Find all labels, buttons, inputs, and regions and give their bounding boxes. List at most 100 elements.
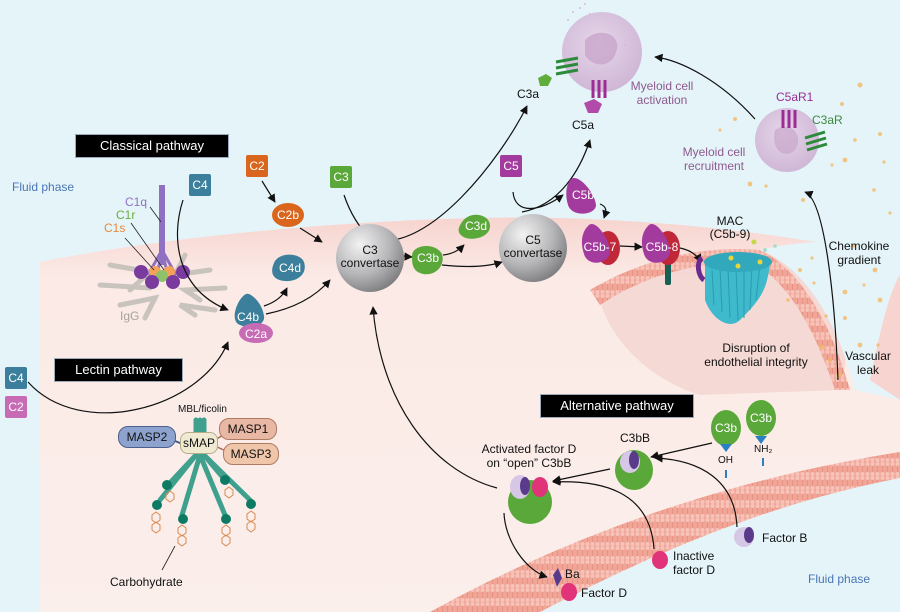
arrow-chemokine <box>804 190 839 381</box>
c3-box: C3 <box>330 166 352 188</box>
inactive-factor-d-molecule <box>652 551 668 569</box>
mac-line2: (C5b-9) <box>709 227 751 242</box>
arrow-c2b-to-c3conv <box>299 227 323 243</box>
c2a-blob <box>239 323 273 343</box>
c5b8-label: C5b-8 <box>645 240 679 254</box>
masp2-label: MASP2 <box>118 426 176 448</box>
myeloid-recruitment-label: Myeloid cell recruitment <box>674 145 754 174</box>
disruption-label: Disruption of endothelial integrity <box>696 341 816 370</box>
activated-line1: Activated factor D <box>481 442 577 456</box>
myeloid-activation-line2: activation <box>636 92 688 107</box>
activated-factor-d-complex <box>508 475 552 524</box>
igg-label: IgG <box>120 309 140 323</box>
c2-box-lectin: C2 <box>5 396 27 418</box>
nh2-label: NH₂ <box>754 444 773 455</box>
c3a-ligand <box>538 74 552 86</box>
chemokine-gradient-label: Chemokine gradient <box>824 239 894 268</box>
arrow-c4b-to-c4d <box>263 287 288 307</box>
carbohydrate-label: Carbohydrate <box>110 575 183 589</box>
factor-b-label: Factor B <box>762 531 808 545</box>
disruption-line1: Disruption of <box>722 341 790 355</box>
c3b-blob <box>412 245 443 275</box>
c3-convertase-line1: C3 <box>362 243 378 257</box>
fluid-phase-label-top: Fluid phase <box>12 180 75 194</box>
c5b7-complex <box>581 224 620 265</box>
c3bb-label: C3bB <box>620 431 651 445</box>
c4d-blob <box>272 254 305 282</box>
classical-pathway-heading: Classical pathway <box>75 134 229 158</box>
c1-leader-lines <box>124 206 165 271</box>
masp1-label: MASP1 <box>219 418 277 440</box>
arrow-c5-to-c5b <box>512 191 564 209</box>
inactive-line1: Inactive <box>673 549 715 563</box>
chemokine-dots <box>718 82 892 378</box>
arrow-c5b7-to-c5b8 <box>619 242 643 251</box>
c5b8-complex <box>641 224 680 285</box>
c4d-label: C4d <box>278 261 301 275</box>
c3d-label: C3d <box>464 219 487 233</box>
arrow-alt-to-c3conv <box>369 306 498 489</box>
myeloid-activation-label: Myeloid cell activation <box>622 79 702 108</box>
arrow-c5b-to-c5b7 <box>599 203 611 219</box>
vascular-leak-label: Vascular leak <box>838 349 898 378</box>
c5-convertase-line1: C5 <box>525 233 541 247</box>
c1q-label: C1q <box>125 195 148 209</box>
c5b-label: C5b <box>571 188 594 202</box>
lectin-pathway-heading: Lectin pathway <box>54 358 183 382</box>
c5-box: C5 <box>500 155 522 177</box>
c2a-label: C2a <box>244 327 267 341</box>
c3ar-receptor-activated <box>555 56 579 76</box>
smap-label: sMAP <box>180 432 218 454</box>
c5a-ligand <box>584 99 602 113</box>
c5-convertase-label: C5 convertase <box>493 233 573 261</box>
c4-box-lectin: C4 <box>5 367 27 389</box>
cascade-arrows <box>27 53 839 579</box>
c3-convertase-line2: convertase <box>340 256 400 271</box>
c3-convertase-label: C3 convertase <box>330 243 410 271</box>
c5ar1-receptor <box>781 110 797 128</box>
c3a-label: C3a <box>517 87 540 101</box>
fluid-phase-label-bottom: Fluid phase <box>808 572 871 586</box>
activated-line2: on “open” C3bB <box>486 455 572 470</box>
c1r-label: C1r <box>116 208 136 222</box>
vascular-line2: leak <box>856 362 879 377</box>
myeloid-activation-line1: Myeloid cell <box>630 79 694 93</box>
c5-convertase-line2: convertase <box>503 246 563 261</box>
right-fluid-gap <box>760 241 900 400</box>
arrow-activated-to-ba <box>503 512 548 579</box>
c4b-blob <box>234 293 265 327</box>
ba-label: Ba <box>565 567 580 581</box>
ba-fragment <box>553 568 562 587</box>
c2-box-classical: C2 <box>246 155 268 177</box>
activated-factor-d-label: Activated factor D on “open” C3bB <box>474 442 584 471</box>
c1q-complex <box>134 185 190 289</box>
c5-convertase-sphere <box>499 214 567 282</box>
arrow-c5conv-to-c5a <box>521 139 592 213</box>
arrow-c3bb-to-activated <box>552 468 611 484</box>
inactive-line2: factor D <box>673 562 716 577</box>
c4-box-classical: C4 <box>189 174 211 196</box>
c4b-label: C4b <box>236 310 259 324</box>
c3b-nh2-label: C3b <box>749 411 772 425</box>
inactive-factor-d-label: Inactive factor D <box>673 549 716 578</box>
factor-d-label: Factor D <box>581 586 628 600</box>
oh-label: OH <box>718 455 733 466</box>
c5a-label: C5a <box>572 118 595 132</box>
c5b-blob <box>566 178 596 214</box>
lower-fluid-region <box>540 478 900 612</box>
arrow-lectin-to-c2a <box>27 341 229 414</box>
disruption-line2: endothelial integrity <box>704 354 808 369</box>
activated-myeloid-cell <box>538 3 642 113</box>
c3-convertase-sphere <box>336 224 404 292</box>
c3b-oh-label: C3b <box>714 421 737 435</box>
c3d-blob <box>458 214 490 239</box>
arrow-recruit-to-activation <box>654 53 756 120</box>
arrow-c4b-to-c3conv <box>265 279 331 315</box>
mac-label: MAC (C5b-9) <box>700 214 760 242</box>
mac-pore <box>695 239 777 324</box>
c2b-label: C2b <box>276 208 299 222</box>
factor-d-molecule <box>561 583 577 601</box>
arrow-c3b-to-c5conv <box>441 260 503 269</box>
